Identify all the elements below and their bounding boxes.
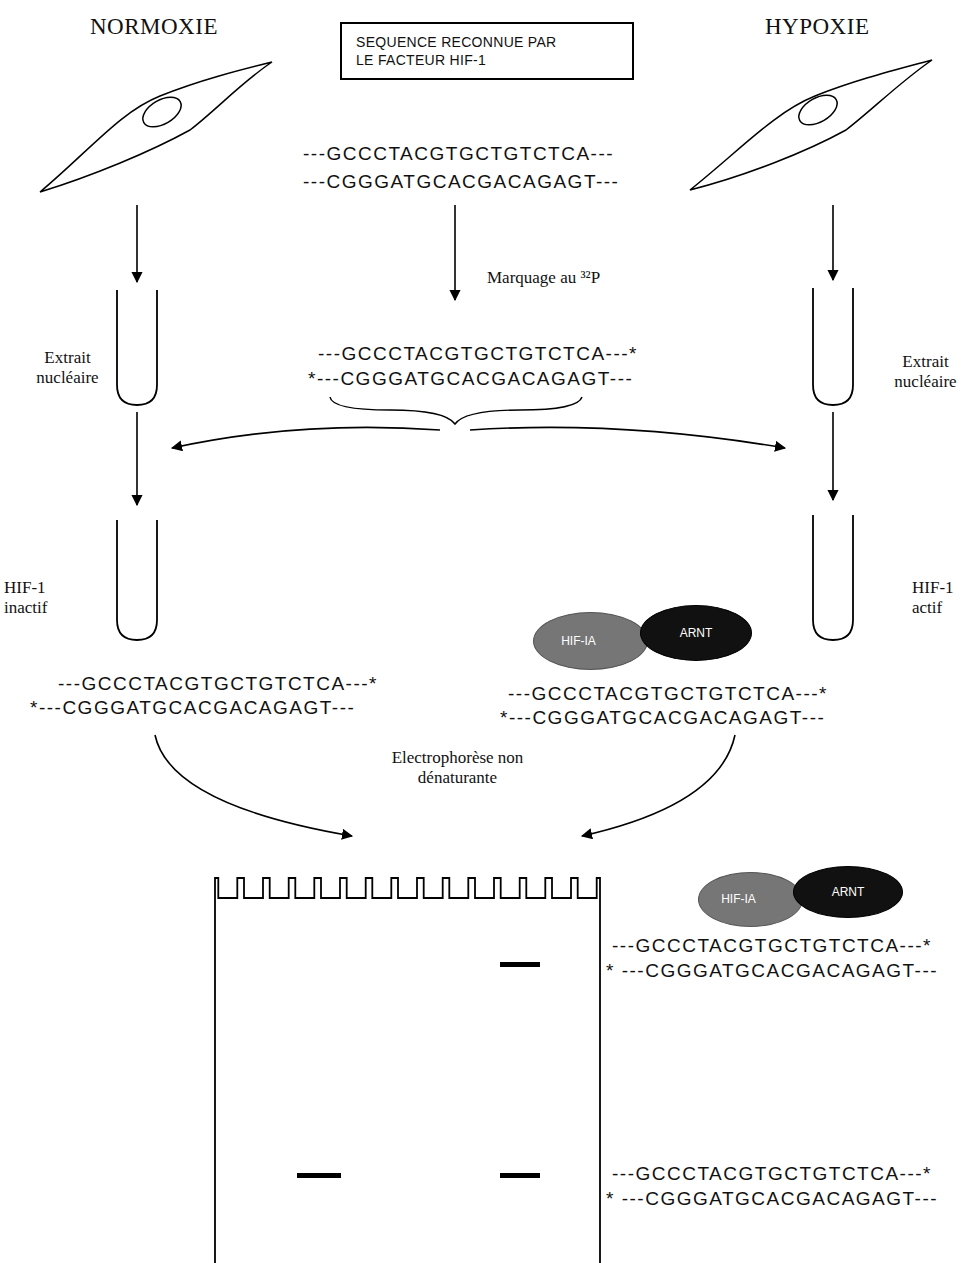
dna-sequence: *---CGGGATGCACGACAGAGT--- <box>500 707 825 730</box>
state-label: HIF-1 inactif <box>4 578 64 617</box>
gel <box>215 878 600 1263</box>
box-title: SEQUENCE RECONNUE PAR LE FACTEUR HIF-1 <box>356 33 561 69</box>
protein-blob: HIF-IA <box>533 612 648 670</box>
dna-sequence: * ---CGGGATGCACGACAGAGT--- <box>606 960 938 983</box>
flow-arrows <box>137 205 833 836</box>
protein-name: HIF-IA <box>721 892 756 906</box>
dna-sequence: ---GCCCTACGTGCTGTCTCA---* <box>58 673 378 696</box>
step-label: Extrait nucléaire <box>878 352 973 391</box>
protein-blob: ARNT <box>640 605 752 661</box>
protein-blob: HIF-IA <box>698 872 803 927</box>
dna-sequence: ---GCCCTACGTGCTGTCTCA---* <box>612 935 932 958</box>
title-box: SEQUENCE RECONNUE PAR LE FACTEUR HIF-1 <box>340 22 634 80</box>
dna-sequence: * ---CGGGATGCACGACAGAGT--- <box>606 1188 938 1211</box>
dna-sequence: *---CGGGATGCACGACAGAGT--- <box>308 368 633 391</box>
brace <box>330 397 582 424</box>
state-label: HIF-1 actif <box>912 578 972 617</box>
dna-sequence: ---CGGGATGCACGACAGAGT--- <box>303 171 619 194</box>
protein-blob: ARNT <box>793 866 903 918</box>
test-tubes <box>117 288 853 640</box>
dna-sequence: *---CGGGATGCACGACAGAGT--- <box>30 697 355 720</box>
protein-name: ARNT <box>680 626 713 640</box>
protein-name: HIF-IA <box>561 634 596 648</box>
condition-title: NORMOXIE <box>90 14 218 40</box>
step-label: Electrophorèse non dénaturante <box>390 748 525 787</box>
step-label: Extrait nucléaire <box>20 348 115 387</box>
dna-sequence: ---GCCCTACGTGCTGTCTCA---* <box>508 683 828 706</box>
step-label: Marquage au ³²P <box>487 268 600 288</box>
condition-title: HYPOXIE <box>765 14 869 40</box>
dna-sequence: ---GCCCTACGTGCTGTCTCA---* <box>612 1163 932 1186</box>
dna-sequence: ---GCCCTACGTGCTGTCTCA--- <box>303 143 614 166</box>
protein-name: ARNT <box>832 885 865 899</box>
dna-sequence: ---GCCCTACGTGCTGTCTCA---* <box>318 343 638 366</box>
